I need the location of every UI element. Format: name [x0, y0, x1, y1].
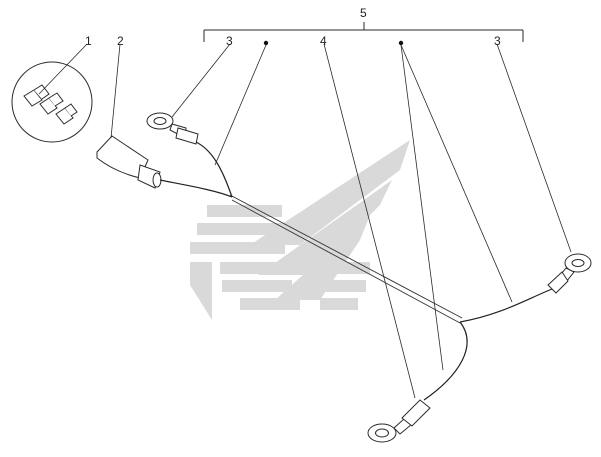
callout-4: 4: [320, 34, 327, 48]
watermark-wing-top: [250, 140, 410, 245]
watermark-bar-7: [310, 262, 370, 274]
callout-3-left: 3: [226, 34, 233, 48]
leader-lines: [38, 43, 572, 399]
watermark-bar-8: [318, 280, 366, 292]
leader-3-right: [496, 43, 572, 253]
watermark-wing-bottom: [275, 215, 370, 300]
leader-4: [323, 43, 416, 399]
callout-3-right: 3: [494, 34, 501, 48]
leader-5-bottom: [400, 44, 444, 371]
watermark-bar-3: [190, 242, 285, 254]
watermark-bar-4: [220, 262, 300, 274]
ring-terminal-left: [146, 112, 199, 145]
callout-1: 1: [85, 34, 92, 48]
leader-5-right: [400, 44, 513, 303]
terminal-inset: [11, 61, 93, 143]
leader-3-left: [171, 43, 231, 118]
watermark-bar-9: [320, 298, 358, 310]
ring-terminal-bottom: [367, 399, 431, 443]
connector-housing: [96, 135, 162, 189]
bracket-dot-left: [263, 40, 269, 46]
watermark-wing-middle: [258, 180, 392, 275]
wire-right-terminal: [459, 288, 553, 323]
bracket-dot-right: [398, 40, 404, 46]
leader-5-left: [214, 44, 267, 166]
watermark-bar-1: [207, 205, 282, 217]
callout-5: 5: [360, 6, 367, 20]
watermark-bar-5: [222, 280, 292, 292]
wire-connector: [159, 179, 233, 198]
watermark-bar-2: [197, 223, 282, 235]
callout-bracket-5: [203, 22, 524, 42]
inset-terminals: [23, 84, 78, 125]
ring-terminal-right: [547, 253, 592, 294]
leader-1: [38, 43, 88, 95]
watermark-logo: [190, 140, 410, 320]
inset-circle: [11, 61, 93, 143]
callout-2: 2: [117, 34, 124, 48]
wire-bottom-terminal: [423, 321, 468, 401]
leader-2: [110, 43, 121, 139]
watermark-bar-6: [240, 298, 300, 310]
wire-sleeve: [229, 194, 463, 324]
watermark-stem: [190, 262, 212, 320]
